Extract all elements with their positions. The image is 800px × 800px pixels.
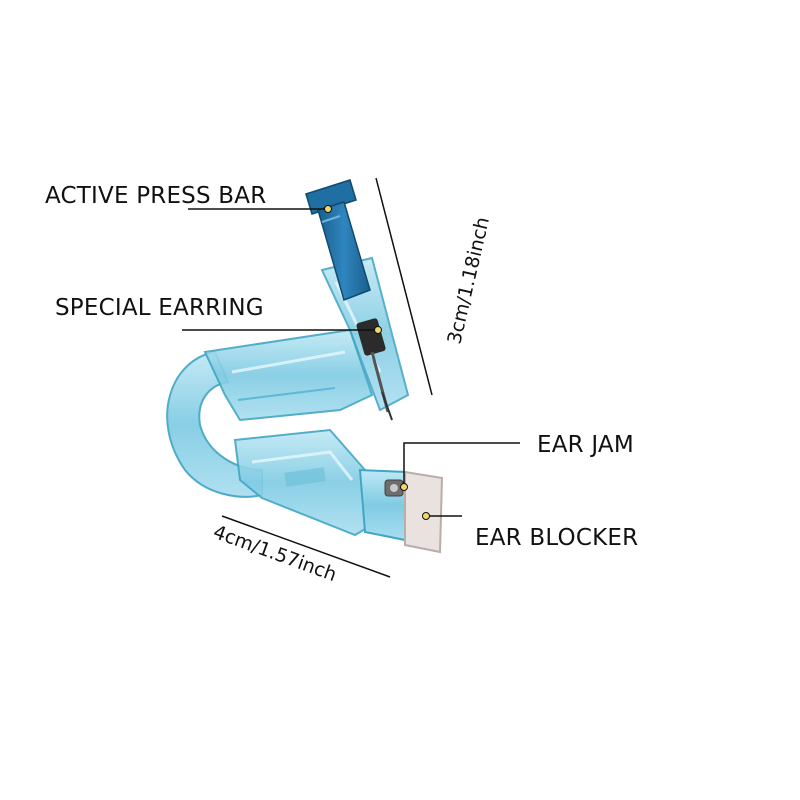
label-dimension-height: 3cm/1.18inch (443, 215, 494, 346)
label-special-earring: SPECIAL EARRING (55, 295, 264, 321)
callout-active-press-bar: ACTIVE PRESS BAR (45, 183, 332, 213)
upper-arm (203, 328, 374, 422)
piercing-tool-body (166, 179, 444, 554)
label-ear-blocker: EAR BLOCKER (475, 525, 638, 551)
callout-ear-jam: EAR JAM (400, 432, 634, 491)
callout-special-earring: SPECIAL EARRING (55, 295, 382, 334)
label-dimension-width: 4cm/1.57inch (210, 521, 339, 586)
label-active-press-bar: ACTIVE PRESS BAR (45, 183, 266, 209)
label-ear-jam: EAR JAM (537, 432, 634, 458)
ear-blocker-face (404, 470, 444, 554)
press-bar (305, 179, 371, 301)
callout-ear-blocker: EAR BLOCKER (422, 512, 638, 551)
